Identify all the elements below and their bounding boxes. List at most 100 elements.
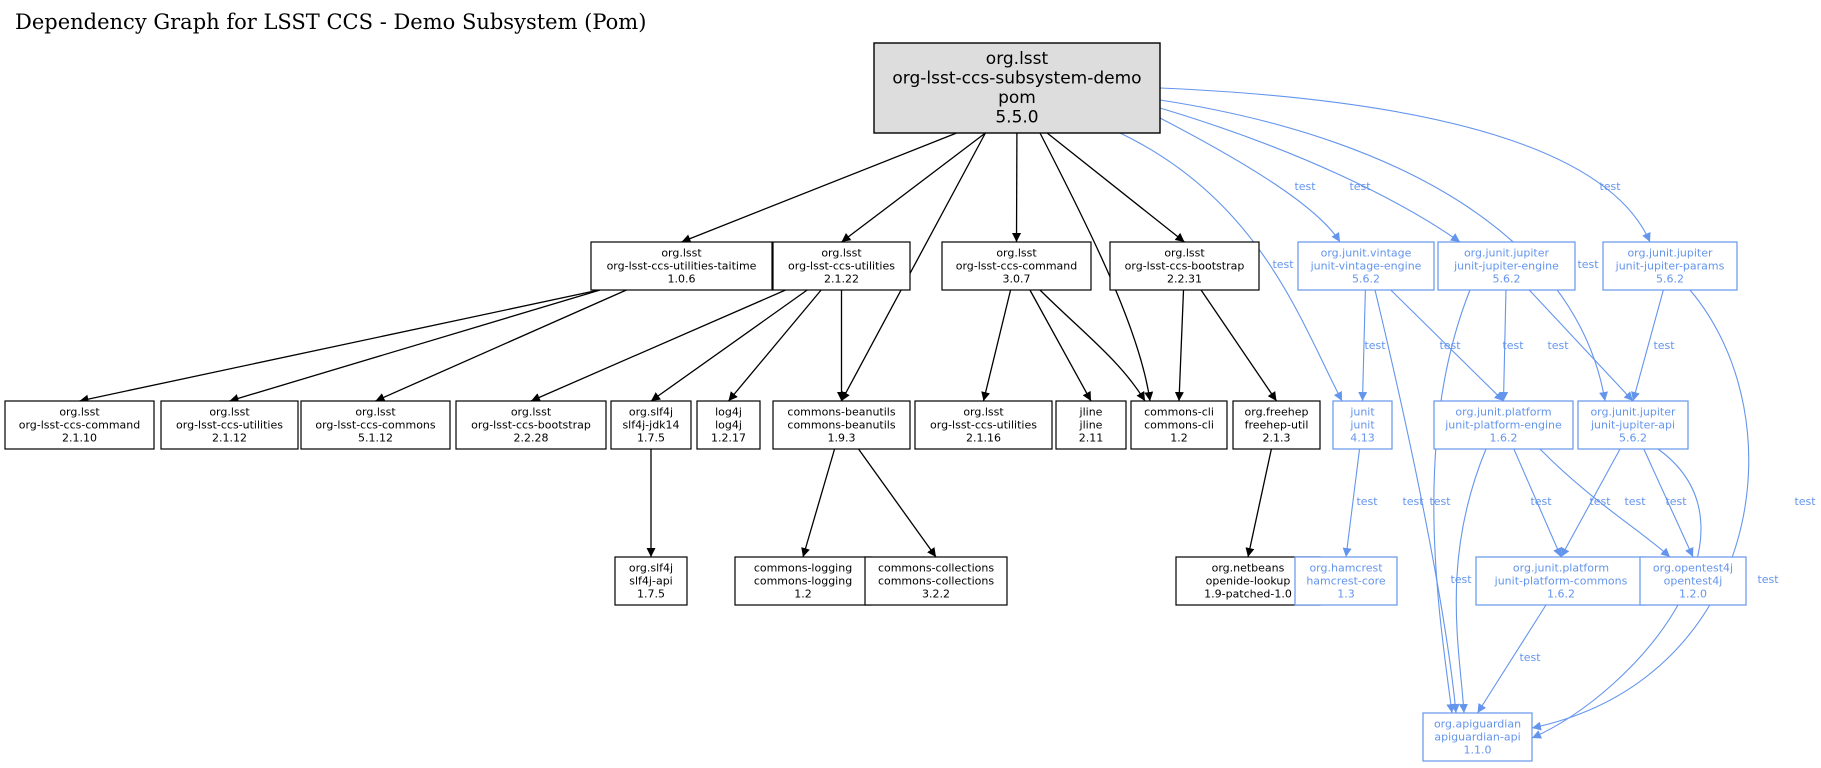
node-text-command_307-2: 3.0.7 — [1003, 273, 1031, 286]
node-text-junit-2: 4.13 — [1350, 432, 1375, 445]
graph-title: Dependency Graph for LSST CCS - Demo Sub… — [15, 10, 646, 34]
node-text-commons_collections-0: commons-collections — [878, 562, 994, 575]
edge-root-to-jupiter_params — [1159, 87, 1651, 243]
node-text-openide-0: org.netbeans — [1212, 562, 1285, 575]
node-box-commons_cli — [1130, 400, 1228, 450]
node-text-root-1: org-lsst-ccs-subsystem-demo — [892, 69, 1141, 89]
edge-jupiter_engine-to-platform_engine — [1499, 289, 1509, 402]
edge-label-root-to-junit: test — [1272, 258, 1294, 271]
node-text-commons_collections-1: commons-collections — [878, 575, 994, 588]
edge-util_2122-to-slf4j_jdk14 — [650, 289, 808, 402]
node-box-jupiter_api — [1577, 400, 1689, 450]
node-box-vintage — [1297, 241, 1435, 291]
node-box-jupiter_params — [1602, 241, 1738, 291]
edge-label-root-to-jupiter_params: test — [1599, 180, 1621, 193]
node-text-hamcrest-0: org.hamcrest — [1309, 562, 1383, 575]
nodes-layer: org.lsstorg-lsst-ccs-subsystem-demopom5.… — [4, 42, 1747, 762]
node-platform_commons: org.junit.platformjunit-platform-commons… — [1475, 556, 1647, 606]
node-text-commons_logging-1: commons-logging — [754, 575, 852, 588]
edge-label-jupiter_params-to-jupiter_api: test — [1653, 339, 1675, 352]
edge-junit-to-hamcrest — [1342, 448, 1361, 558]
node-text-openide-2: 1.9-patched-1.0 — [1204, 588, 1292, 601]
node-platform_engine: org.junit.platformjunit-platform-engine1… — [1433, 400, 1574, 450]
node-text-commons_logging-0: commons-logging — [754, 562, 852, 575]
node-text-hamcrest-1: hamcrest-core — [1306, 575, 1386, 588]
edge-label-jupiter_engine-to-apiguardian: test — [1429, 495, 1451, 508]
node-text-platform_engine-1: junit-platform-engine — [1444, 419, 1562, 432]
edge-label-jupiter_api-to-apiguardian: test — [1757, 573, 1779, 586]
edge-label-junit-to-hamcrest: test — [1356, 495, 1378, 508]
node-root: org.lsstorg-lsst-ccs-subsystem-demopom5.… — [873, 42, 1161, 134]
node-box-command_2110 — [4, 400, 155, 450]
node-box-hamcrest — [1294, 556, 1398, 606]
node-text-jupiter_api-1: junit-jupiter-api — [1590, 419, 1675, 432]
edge-label-jupiter_engine-to-platform_engine: test — [1502, 339, 1524, 352]
edge-label-platform_engine-to-apiguardian: test — [1450, 573, 1472, 586]
node-text-slf4j_api-2: 1.7.5 — [637, 588, 665, 601]
node-commons_collections: commons-collectionscommons-collections3.… — [864, 556, 1008, 606]
node-text-util_2116-2: 2.1.16 — [966, 432, 1001, 445]
edge-vintage-to-platform_engine — [1390, 289, 1504, 402]
edge-vintage-to-junit — [1358, 289, 1368, 402]
edge-bootstrap_2231-to-commons_cli — [1174, 289, 1185, 402]
edge-jupiter_params-to-jupiter_api — [1631, 289, 1664, 402]
edge-label-vintage-to-junit: test — [1364, 339, 1386, 352]
edge-util_2122-to-bootstrap_2228 — [530, 289, 786, 402]
edge-jupiter_engine-to-apiguardian — [1433, 289, 1471, 714]
node-text-slf4j_jdk14-1: slf4j-jdk14 — [622, 419, 679, 432]
node-box-root — [873, 42, 1161, 134]
node-text-command_2110-2: 2.1.10 — [62, 432, 97, 445]
edge-platform_commons-to-apiguardian — [1477, 604, 1547, 714]
node-box-log4j — [696, 400, 761, 450]
node-text-log4j-1: log4j — [715, 419, 742, 432]
edge-util_taitime-to-util_2112 — [229, 289, 601, 403]
edge-root-to-junit — [1119, 132, 1343, 402]
edge-jupiter_api-to-apiguardian — [1531, 448, 1702, 739]
node-text-bootstrap_2231-2: 2.2.31 — [1167, 273, 1202, 286]
node-text-util_2112-1: org-lsst-ccs-utilities — [176, 419, 283, 432]
edge-util_taitime-to-commons_5112 — [375, 289, 627, 402]
edge-root-to-bootstrap_2231 — [1046, 132, 1185, 243]
edge-command_307-to-util_2116 — [981, 289, 1012, 402]
node-text-vintage-1: junit-vintage-engine — [1310, 260, 1422, 273]
node-text-jupiter_params-1: junit-jupiter-params — [1615, 260, 1725, 273]
node-text-bootstrap_2228-0: org.lsst — [511, 406, 552, 419]
node-box-util_2116 — [914, 400, 1053, 450]
node-jupiter_engine: org.junit.jupiterjunit-jupiter-engine5.6… — [1437, 241, 1576, 291]
node-box-jline — [1055, 400, 1127, 450]
edge-jupiter_api-to-opentest4j — [1643, 448, 1694, 558]
node-box-util_2112 — [160, 400, 299, 450]
node-box-junit — [1332, 400, 1393, 450]
node-text-jupiter_api-2: 5.6.2 — [1619, 432, 1647, 445]
node-box-util_taitime — [590, 241, 773, 291]
edge-label-jupiter_engine-to-jupiter_api: test — [1547, 339, 1569, 352]
edge-root-to-util_2122 — [841, 132, 986, 243]
node-text-bootstrap_2228-2: 2.2.28 — [514, 432, 549, 445]
node-text-platform_commons-0: org.junit.platform — [1513, 562, 1609, 575]
node-box-beanutils — [772, 400, 911, 450]
edge-beanutils-to-commons_collections — [857, 448, 937, 558]
node-text-util_2122-0: org.lsst — [821, 247, 862, 260]
node-text-platform_engine-0: org.junit.platform — [1455, 406, 1551, 419]
edge-label-jupiter_params-to-apiguardian: test — [1794, 495, 1816, 508]
node-text-root-3: 5.5.0 — [995, 108, 1038, 128]
node-text-bootstrap_2231-1: org-lsst-ccs-bootstrap — [1125, 260, 1245, 273]
node-text-freehep-2: 2.1.3 — [1263, 432, 1291, 445]
node-box-opentest4j — [1639, 556, 1747, 606]
node-text-opentest4j-1: opentest4j — [1664, 575, 1723, 588]
node-box-bootstrap_2231 — [1109, 241, 1260, 291]
